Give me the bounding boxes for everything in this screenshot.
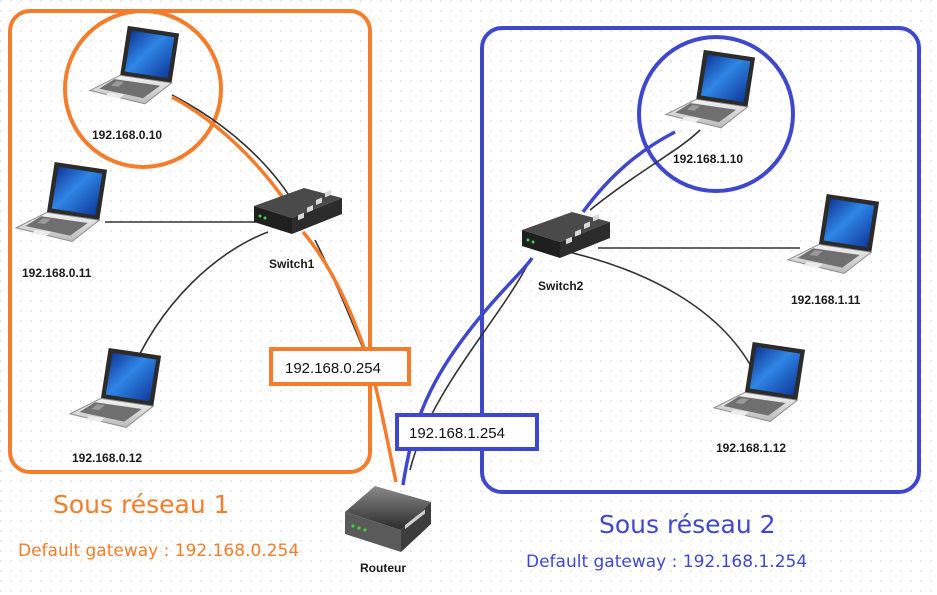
laptop-ip-label: 192.168.0.11 [22,266,92,280]
laptop-ip-label: 192.168.0.12 [72,451,142,465]
router-interface1-box [269,347,411,386]
subnet1-gateway: Default gateway : 192.168.0.254 [18,541,299,561]
router-icon [345,486,431,552]
switch-label: Switch2 [538,279,584,293]
subnet2-boundary [480,26,921,494]
switch-label: Switch1 [269,257,315,271]
router-interface1-ip: 192.168.0.254 [285,360,381,377]
subnet1-boundary [8,9,372,474]
subnet2-gateway: Default gateway : 192.168.1.254 [526,552,807,572]
laptop-ip-label: 192.168.1.12 [716,441,786,455]
router-interface2-box [395,413,539,451]
laptop-ip-label: 192.168.1.11 [791,293,861,307]
subnet2-title: Sous réseau 2 [599,510,776,539]
router-label: Routeur [360,561,406,575]
subnet2-host-highlight [637,35,795,193]
laptop-ip-label: 192.168.0.10 [92,128,162,142]
laptop-ip-label: 192.168.1.10 [673,152,743,166]
router-interface2-ip: 192.168.1.254 [409,425,505,442]
subnet1-host-highlight [63,9,223,169]
subnet1-title: Sous réseau 1 [53,490,230,519]
